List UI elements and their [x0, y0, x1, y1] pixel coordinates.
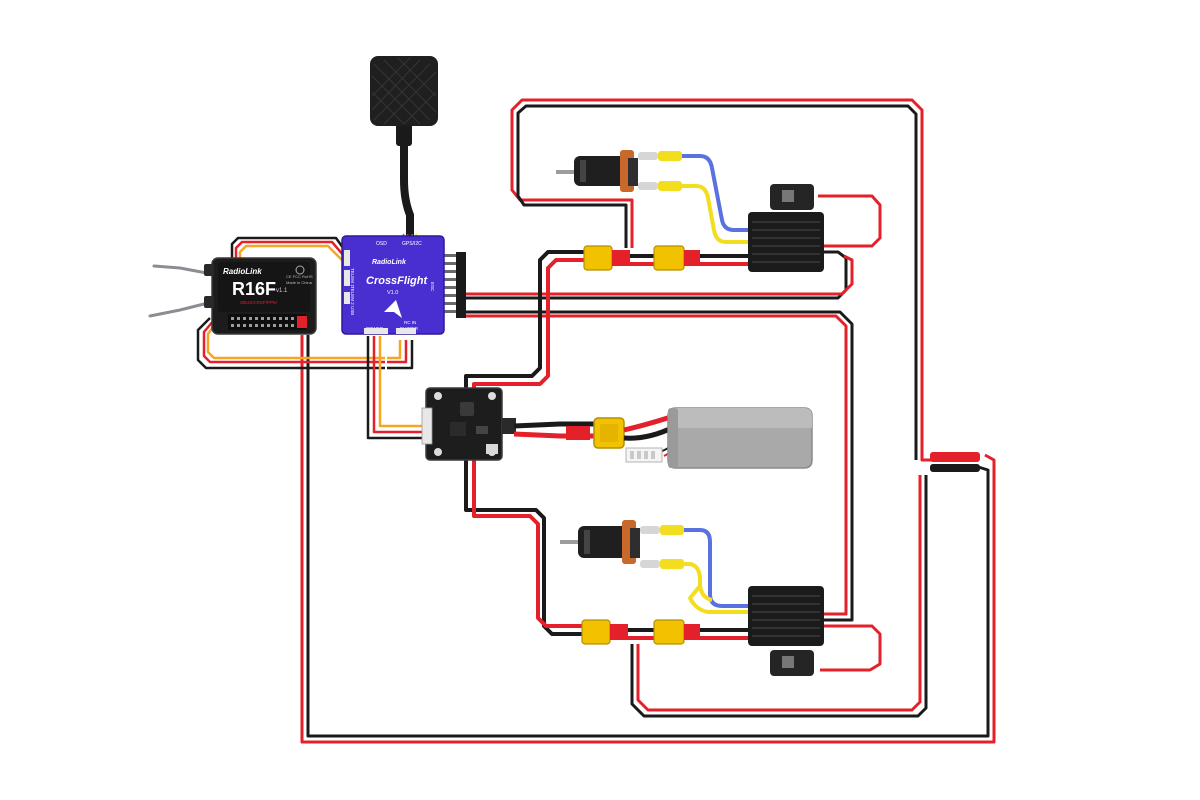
fc-label-usb: USB	[350, 306, 355, 315]
fc-name: CrossFlight	[366, 275, 428, 287]
wire-fc-signal-1b	[458, 254, 854, 296]
lipo-battery	[667, 407, 813, 469]
receiver-sub-1: SBUS/CRSF/PPM	[240, 300, 277, 305]
esc-top	[748, 184, 824, 272]
wire-black-bottom-loop	[630, 475, 928, 718]
receiver-antenna-port	[204, 264, 214, 276]
wire-black-top-loop	[516, 104, 918, 460]
loop-wires	[300, 98, 996, 744]
wire-fc-signal-2	[458, 310, 854, 622]
bullet-connectors-bottom	[640, 525, 684, 569]
fc-version: V1.0	[387, 290, 398, 296]
rc-cables	[196, 236, 424, 440]
fc-label-rcin: RC IN	[404, 320, 416, 325]
fc-brand: RadioLink	[372, 259, 407, 266]
esc-bottom	[748, 586, 824, 676]
fc-label-telem2: TELEM 2	[350, 286, 355, 305]
receiver-antenna-port-2	[204, 296, 214, 308]
receiver-sub-3: CE FCC RoHS	[286, 274, 313, 279]
fc-label-telem1: TELEM 1	[350, 268, 355, 287]
power-wires	[464, 250, 586, 636]
wire-red-esc-top-right	[818, 194, 882, 248]
fc-esc-pins	[440, 252, 466, 318]
receiver-r16f: RadioLink R16F v1.1 SBUS/CRSF/PPM Made i…	[204, 257, 317, 335]
fc-label-gps: GPS/I2C	[402, 241, 422, 247]
bullet-connectors	[638, 151, 682, 191]
wire-fc-signal-2b	[458, 314, 848, 616]
xt60-plug-battery	[566, 426, 590, 440]
esc-switch-icon-bottom	[782, 656, 794, 668]
vtx-module	[370, 56, 438, 241]
wire-red-bottom-loop	[636, 475, 922, 712]
wire-fc-signal-1	[458, 250, 848, 300]
fc-arrow-icon	[384, 300, 402, 318]
receiver-brand: RadioLink	[223, 267, 262, 276]
pdb-hole-icon	[434, 392, 442, 400]
flight-controller: OSD GPS/I2C TELEM 1 TELEM 2 USB ESC Radi…	[341, 235, 466, 335]
receiver-pin-header	[228, 314, 307, 330]
receiver-antennas	[148, 264, 214, 318]
fc-label-osd: OSD	[376, 241, 387, 247]
fc-label-esc: ESC	[430, 282, 435, 292]
motor-top	[556, 150, 638, 192]
wire-red-top-loop	[510, 98, 940, 462]
receiver-version: v1.1	[276, 288, 288, 294]
pdb-hole-icon-3	[434, 448, 442, 456]
esc-switch-icon	[782, 190, 794, 202]
inline-connector	[930, 452, 980, 472]
wire-black-receiver-long	[306, 335, 990, 738]
wire-red-esc-bottom-right	[820, 624, 882, 672]
receiver-sub-2: Made in China	[286, 280, 313, 285]
receiver-led-icon	[295, 265, 305, 275]
xt60-esc-bottom	[581, 619, 752, 645]
motor-bottom-wires	[640, 525, 752, 614]
vtx-cable	[400, 122, 414, 240]
motor-top-wires	[638, 151, 752, 244]
receiver-model: R16F	[232, 279, 276, 299]
battery-lead	[513, 411, 683, 463]
pdb-hole-icon-2	[488, 392, 496, 400]
power-distribution-board	[421, 387, 516, 461]
motor-bottom	[560, 520, 640, 564]
xt60-esc-top	[583, 245, 752, 271]
wire-red-receiver-long	[300, 335, 996, 744]
